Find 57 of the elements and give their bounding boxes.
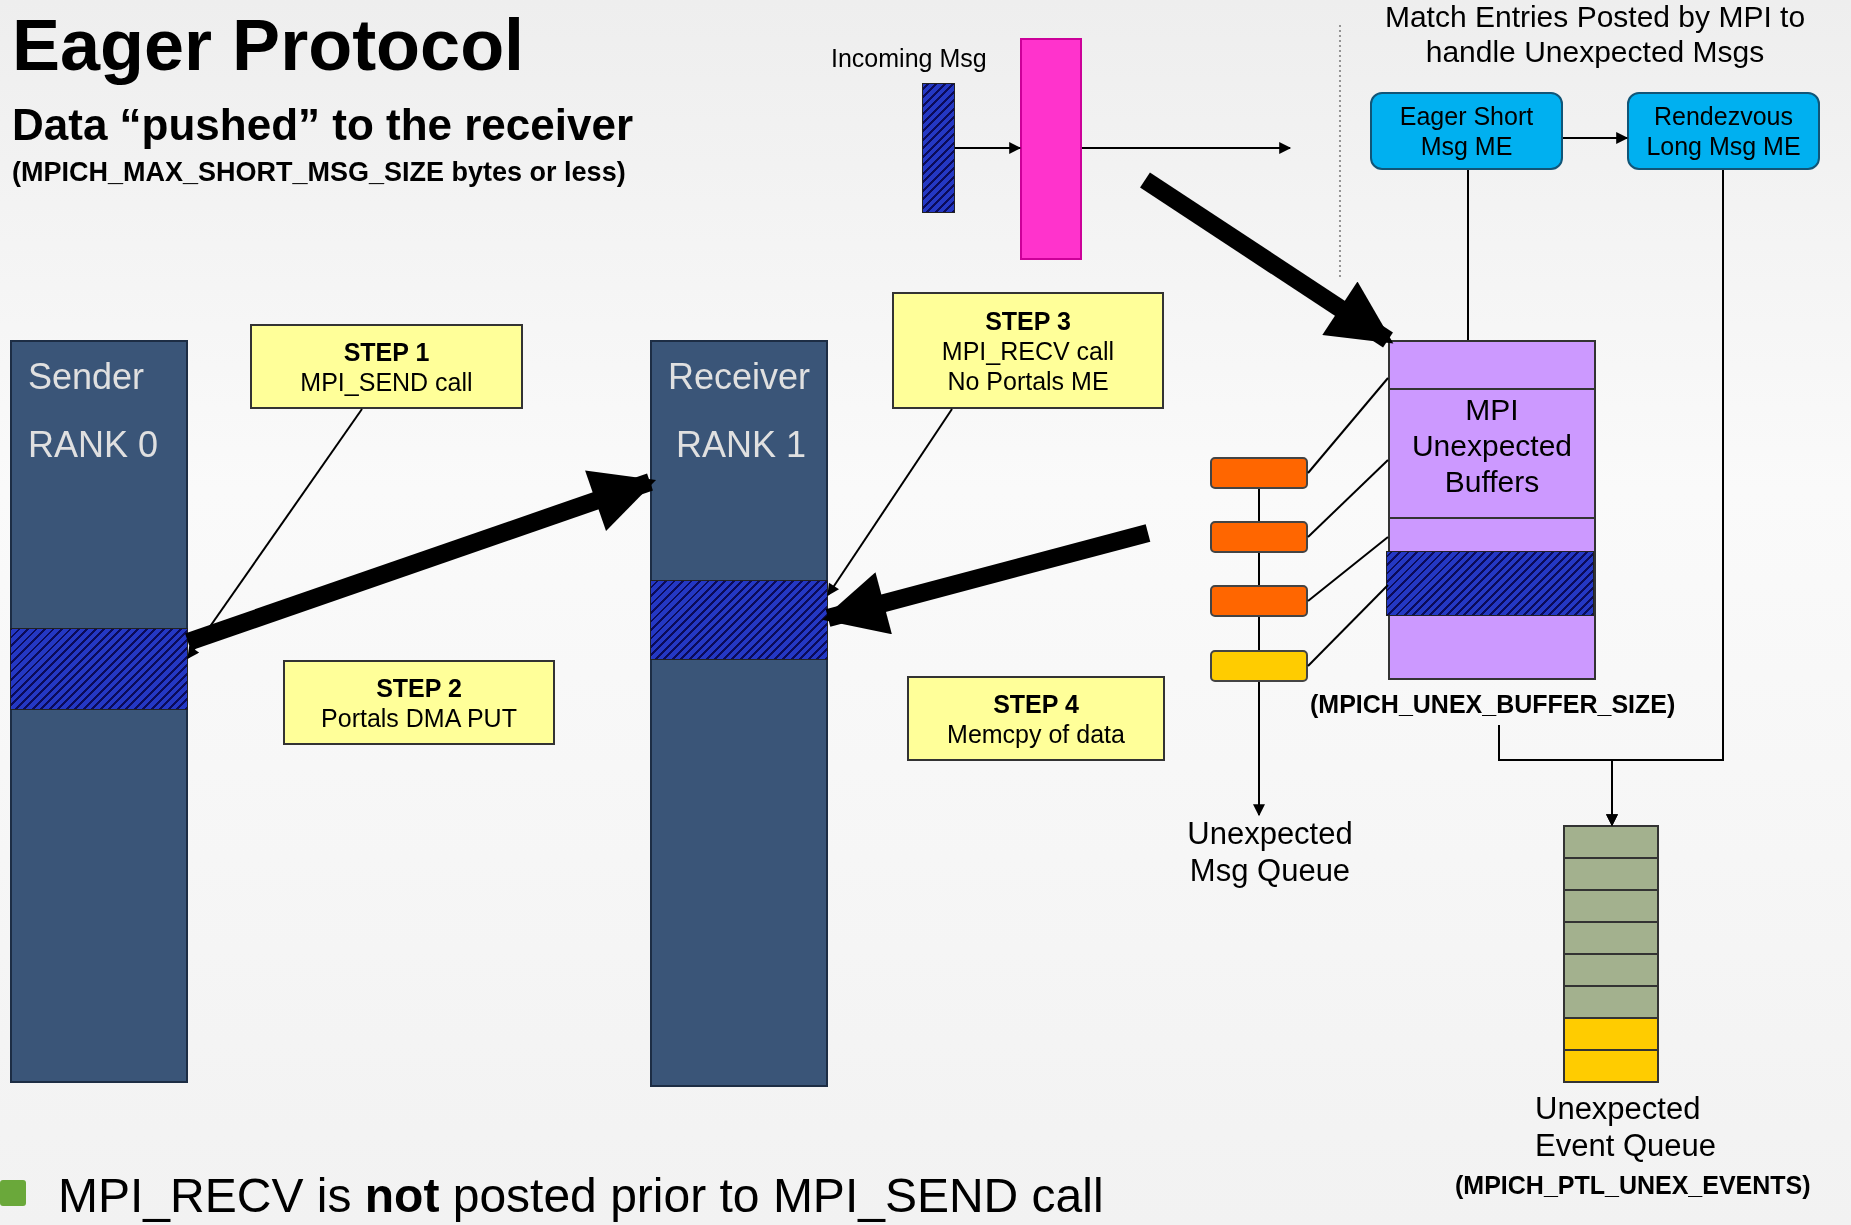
step-title: STEP 4 <box>993 688 1079 719</box>
title: Eager Protocol <box>12 4 525 86</box>
step-description: MPI_RECV call No Portals ME <box>940 335 1116 396</box>
rank-column <box>650 340 828 1087</box>
arrow <box>954 142 1022 154</box>
arrow <box>1498 724 1618 827</box>
buffer-size-note: (MPICH_UNEX_BUFFER_SIZE) <box>1310 690 1676 719</box>
rank-column <box>10 340 188 1083</box>
step-callout <box>283 660 555 745</box>
connector-line <box>1307 536 1389 602</box>
data-flow-arrow <box>1140 172 1394 348</box>
queue-entry <box>1210 585 1308 617</box>
step-description: Portals DMA PUT <box>321 702 517 733</box>
arrow <box>1081 142 1292 154</box>
queue-entry <box>1210 521 1308 553</box>
step-title: STEP 2 <box>376 672 462 703</box>
buffer-label: MPI Unexpected Buffers <box>1410 392 1574 500</box>
incoming-label: Incoming Msg <box>831 44 987 73</box>
match-entries-heading: Match Entries Posted by MPI to handle Unexpected Msgs <box>1383 0 1807 69</box>
hatched-message-bar <box>650 580 828 660</box>
queue-label: Unexpected Event Queue <box>1535 1090 1717 1165</box>
step-callout <box>892 292 1164 409</box>
arrow <box>1253 681 1265 817</box>
size-note: (MPICH_MAX_SHORT_MSG_SIZE bytes or less) <box>12 157 626 189</box>
rank-name: Sender <box>28 356 145 398</box>
interconnect-bar <box>1020 38 1082 260</box>
step-title: STEP 3 <box>985 305 1071 336</box>
hatched-message-bar <box>10 628 188 710</box>
data-flow-arrow <box>821 524 1151 635</box>
hatched-message-bar <box>1386 551 1594 616</box>
rank-name: Receiver <box>668 356 811 398</box>
step-title: STEP 1 <box>343 336 430 367</box>
step-callout <box>250 324 523 409</box>
match-entry-box: Rendezvous Long Msg ME <box>1627 92 1820 170</box>
rank-number: RANK 0 <box>28 424 159 466</box>
rank-number: RANK 1 <box>676 424 807 466</box>
step-description: MPI_SEND call <box>300 366 473 397</box>
queue-entry <box>1210 650 1308 682</box>
data-flow-arrow <box>185 470 657 651</box>
queue-size-note: (MPICH_PTL_UNEX_EVENTS) <box>1455 1170 1811 1200</box>
arrow <box>1562 132 1629 144</box>
arrow <box>187 408 363 659</box>
bullet-text: MPI_RECV is not posted prior to MPI_SEND call <box>58 1168 1104 1224</box>
connector-line <box>1467 169 1469 341</box>
connector-line <box>1307 459 1389 538</box>
connector-line <box>1258 552 1260 586</box>
step-callout <box>907 676 1165 761</box>
step-description: Memcpy of data <box>947 718 1125 749</box>
match-entry-box: Eager Short Msg ME <box>1370 92 1563 170</box>
connector-line <box>1258 488 1260 522</box>
connector-line <box>1307 377 1389 474</box>
queue-label: Unexpected Msg Queue <box>1160 815 1380 895</box>
connector-line <box>1307 584 1389 667</box>
queue-entry <box>1210 457 1308 489</box>
subtitle: Data “pushed” to the receiver <box>12 100 634 151</box>
connector-line <box>1258 616 1260 651</box>
arrow <box>827 408 953 596</box>
